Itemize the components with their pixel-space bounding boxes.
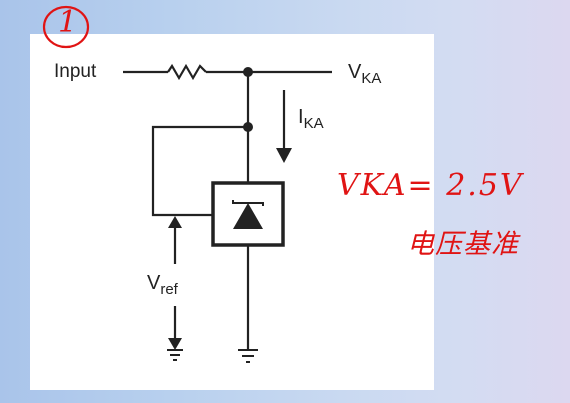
ika-label: IKA <box>298 106 324 132</box>
tl431-symbol-box <box>211 181 285 247</box>
handwritten-number: 1 <box>58 5 78 40</box>
junction-node-ref <box>243 122 253 132</box>
vref-arrow-up-head <box>168 216 182 228</box>
handwritten-chinese-note: 电压基准 <box>407 229 519 260</box>
diagram-canvas <box>30 34 434 390</box>
ref-feedback-wire <box>151 125 248 217</box>
ground-symbol-main <box>238 349 258 363</box>
ground-symbol-vref <box>167 349 183 361</box>
junction-node-top <box>243 67 253 77</box>
handwritten-voltage-note: VKA= 2.5V <box>337 168 524 203</box>
vref-label: Vref <box>147 272 178 298</box>
vref-arrow-down-head <box>168 338 182 350</box>
resistor <box>167 63 207 81</box>
ika-arrow-head <box>276 148 292 163</box>
tl431-diode-triangle <box>233 203 263 229</box>
vka-label: VKA <box>348 61 382 87</box>
input-label: Input <box>54 61 97 82</box>
handwritten-circle <box>42 5 90 49</box>
tl431-cathode-bar <box>232 200 264 206</box>
